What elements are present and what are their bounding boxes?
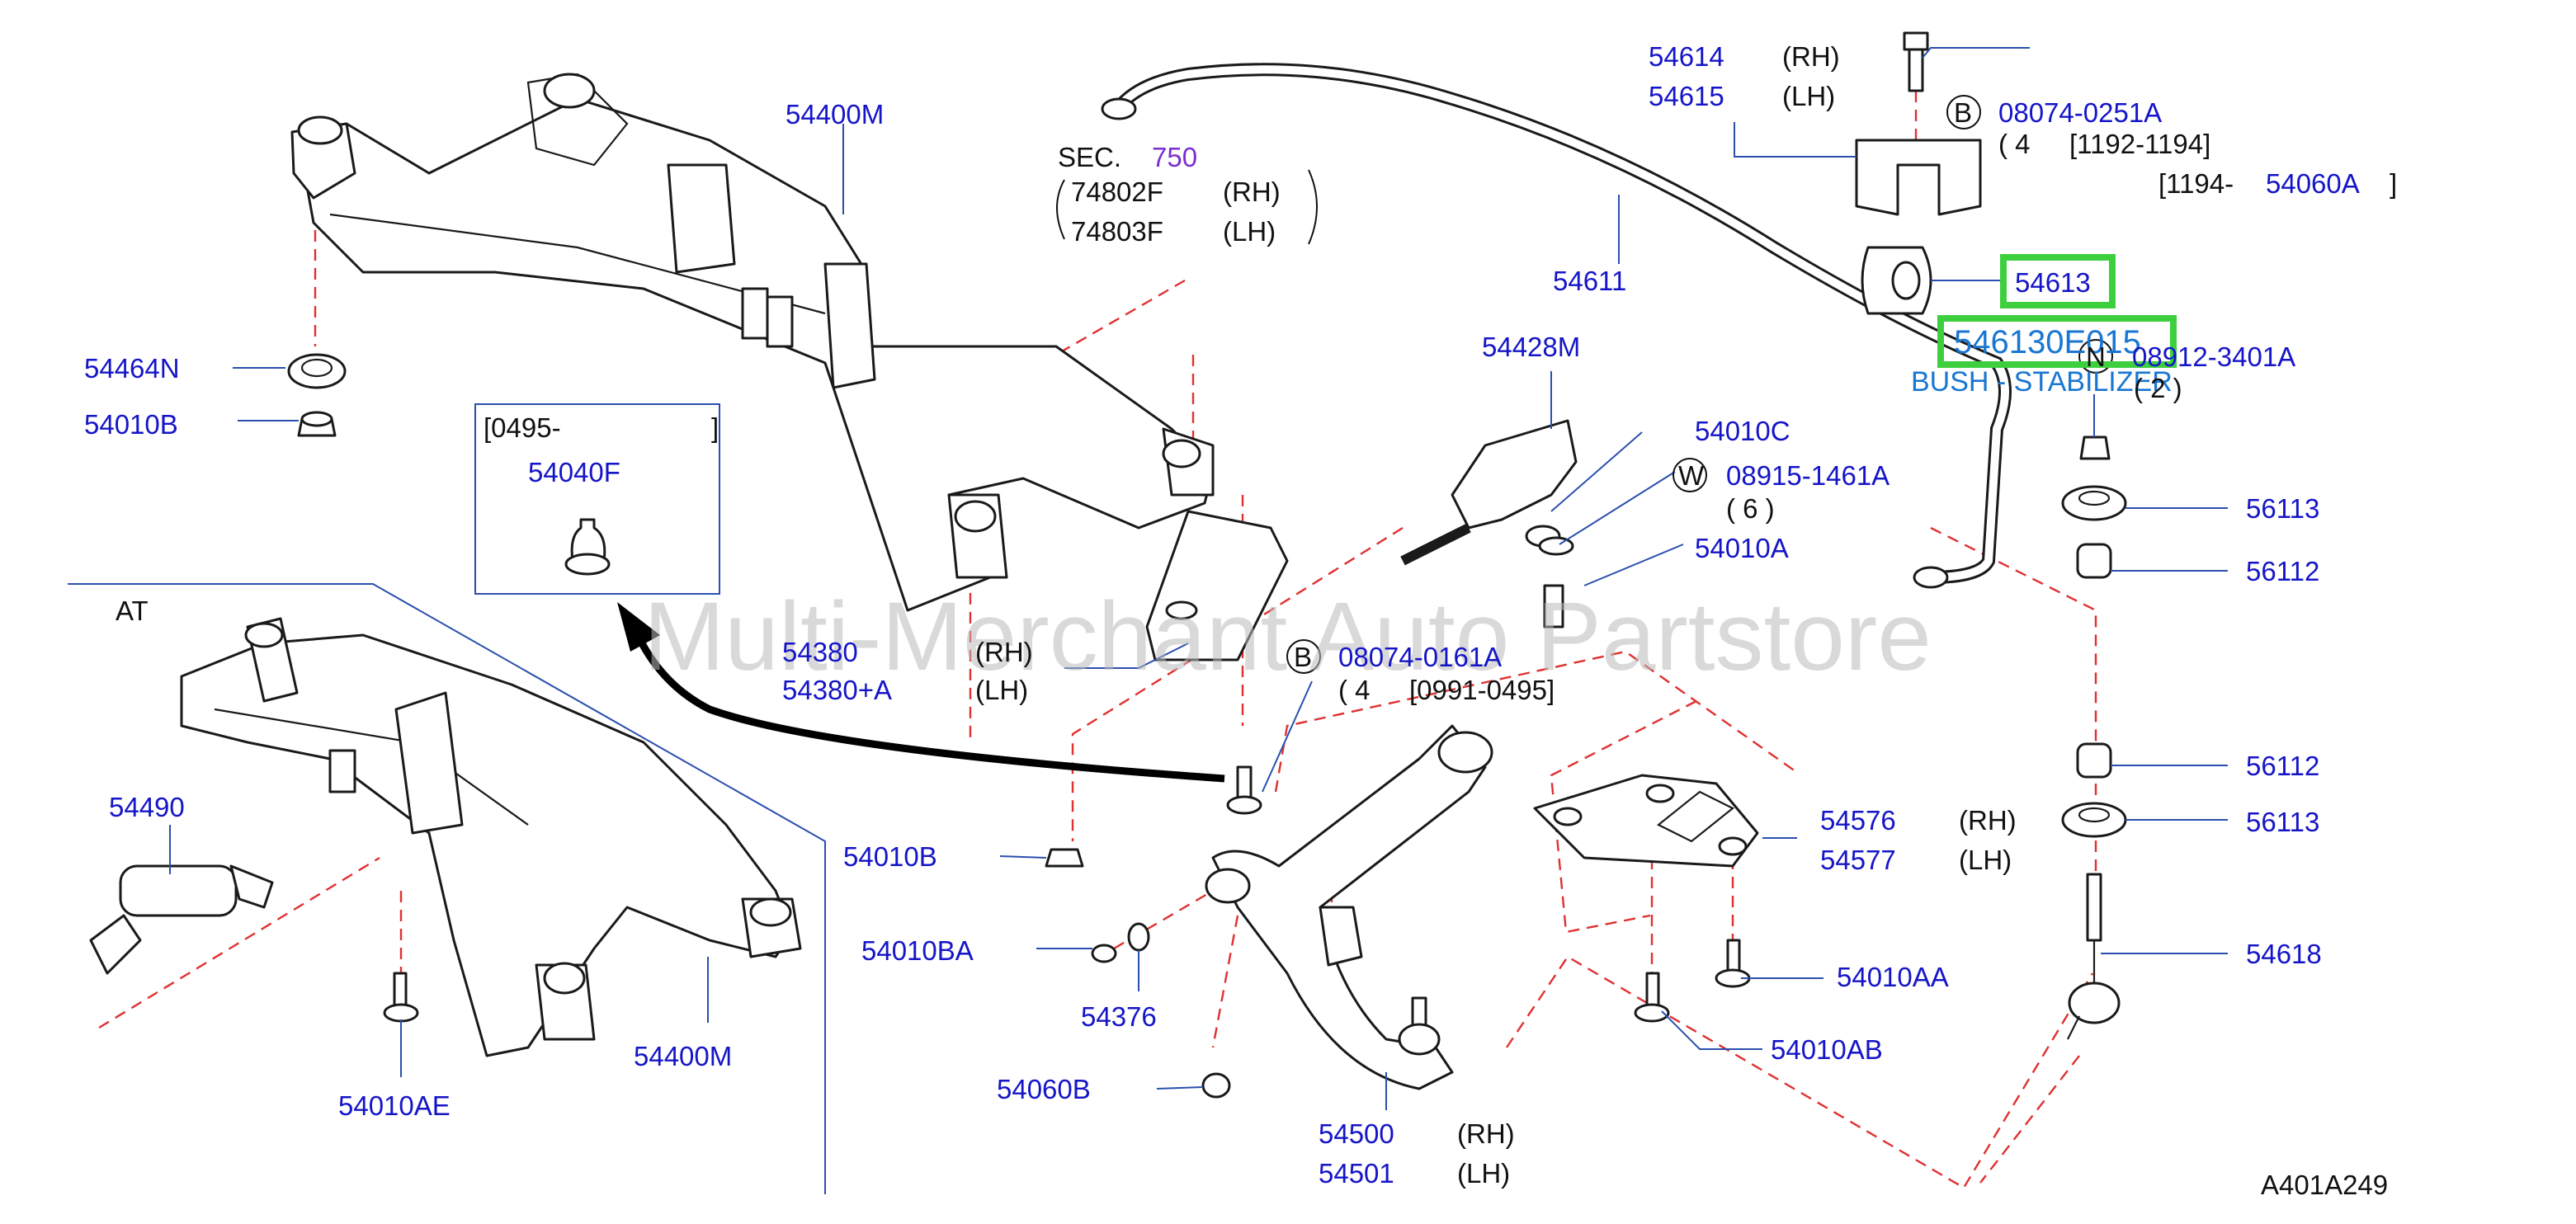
label-54380a: 54380+A	[782, 675, 892, 705]
section-divider	[68, 583, 826, 1194]
insulator-drawing	[287, 353, 347, 437]
label-54501-side: (LH)	[1457, 1158, 1510, 1189]
label-date1194: [1194-	[2158, 168, 2234, 199]
label-54611: 54611	[1553, 266, 1626, 296]
date-box-close: ]	[711, 412, 719, 443]
direction-arrow	[617, 602, 1225, 783]
label-54400m-bottom: 54400M	[634, 1041, 732, 1071]
highlight-callout-number: 546130E015	[1954, 324, 2141, 360]
highlight-box-part	[2000, 254, 2116, 308]
label-54614-side: (RH)	[1782, 41, 1840, 72]
labels: 54400M SEC. 750 74802F (RH) 74803F (LH) …	[84, 41, 2397, 1200]
highlight-box-callout	[1937, 315, 2177, 368]
highlight-callout-name: BUSH - STABILIZER	[1911, 366, 2173, 398]
label-54428m: 54428M	[1482, 332, 1580, 362]
lower-arm-drawing	[1205, 724, 1493, 1090]
label-n-part: 08912-3401A	[2132, 341, 2295, 372]
sec-number: 750	[1152, 142, 1197, 172]
stabilizer-bar-drawing	[1101, 63, 2012, 589]
label-54010a: 54010A	[1695, 533, 1789, 563]
label-54010b-mid: 54010B	[843, 841, 937, 872]
label-54380: 54380	[782, 637, 858, 667]
label-54577: 54577	[1820, 845, 1896, 875]
label-54576: 54576	[1820, 805, 1896, 836]
label-54577-side: (LH)	[1959, 845, 2012, 875]
label-54010ae: 54010AE	[338, 1090, 451, 1121]
label-54615-side: (LH)	[1782, 81, 1835, 111]
crossmember-lower-drawing	[180, 617, 802, 1057]
link-bushes-drawing	[2061, 435, 2127, 1040]
damper-drawing	[89, 864, 274, 975]
label-b1-qty: ( 4	[1998, 129, 2031, 159]
label-56113-upper: 56113	[2246, 493, 2319, 524]
label-54010ba: 54010BA	[861, 935, 974, 966]
ref-n-letter: N	[2086, 341, 2106, 372]
label-54500: 54500	[1319, 1118, 1394, 1149]
label-74803f-side: (LH)	[1223, 216, 1276, 247]
label-54501: 54501	[1319, 1158, 1394, 1189]
label-54010aa: 54010AA	[1837, 962, 1949, 992]
stabilizer-bracket-drawing	[1855, 31, 1982, 216]
ref-b2-letter: B	[1294, 642, 1312, 672]
label-54614: 54614	[1649, 41, 1724, 72]
label-56112-upper: 56112	[2246, 556, 2319, 586]
diagram-id: A401A249	[2261, 1170, 2388, 1200]
reference-circles	[1286, 95, 2113, 674]
label-54010ab: 54010AB	[1771, 1034, 1883, 1065]
plate-54576-drawing	[1533, 774, 1759, 868]
label-54010b-left: 54010B	[84, 409, 178, 440]
label-54400m-top: 54400M	[786, 99, 884, 129]
watermark: Multi-Merchant Auto Partstore	[644, 582, 1932, 691]
label-54615: 54615	[1649, 81, 1724, 111]
label-54040f: 54040F	[528, 457, 620, 487]
label-54010c: 54010C	[1695, 416, 1790, 446]
label-54380a-side: (LH)	[975, 675, 1028, 705]
label-b1-date: [1192-1194]	[2069, 129, 2210, 159]
label-56112-lower: 56112	[2246, 751, 2319, 781]
bush-drawing	[1861, 246, 1932, 315]
label-54490: 54490	[109, 792, 185, 822]
label-b1-part: 08074-0251A	[1998, 97, 2162, 128]
sec-brackets	[1056, 169, 1318, 245]
bracket-54380-drawing	[1145, 510, 1289, 661]
fasteners-drawing	[383, 765, 1751, 1099]
label-w-qty: ( 6 )	[1726, 493, 1775, 524]
label-74802f-side: (RH)	[1223, 177, 1281, 207]
label-n-qty: ( 2 )	[2134, 373, 2182, 403]
label-74803f: 74803F	[1071, 216, 1163, 247]
label-54618: 54618	[2246, 939, 2322, 969]
label-54376: 54376	[1081, 1001, 1157, 1032]
crossmember-upper-drawing	[290, 73, 1215, 612]
label-74802f: 74802F	[1071, 177, 1163, 207]
label-56113-lower: 56113	[2246, 807, 2319, 837]
date-box	[474, 403, 720, 595]
ref-w-letter: W	[1678, 460, 1705, 491]
label-b2-part: 08074-0161A	[1338, 642, 1502, 672]
tension-rod-drawing	[1400, 419, 1578, 628]
label-54464n: 54464N	[84, 353, 180, 384]
label-date1194-close: ]	[2390, 168, 2397, 199]
label-b2-qty: ( 4	[1338, 675, 1371, 705]
label-w-part: 08915-1461A	[1726, 460, 1890, 491]
label-54380-side: (RH)	[975, 637, 1033, 667]
section-label-at: AT	[116, 596, 149, 626]
label-54576-side: (RH)	[1959, 805, 2017, 836]
date-box-range: [0495-	[484, 412, 561, 443]
label-54060b: 54060B	[997, 1074, 1091, 1104]
label-54060a: 54060A	[2266, 168, 2360, 199]
label-54613: 54613	[2015, 267, 2091, 298]
label-b2-date: [0991-0495]	[1409, 675, 1555, 705]
leader-lines	[169, 47, 2228, 1110]
label-54500-side: (RH)	[1457, 1118, 1515, 1149]
sec-prefix: SEC.	[1058, 142, 1121, 172]
ref-b1-letter: B	[1954, 97, 1972, 128]
